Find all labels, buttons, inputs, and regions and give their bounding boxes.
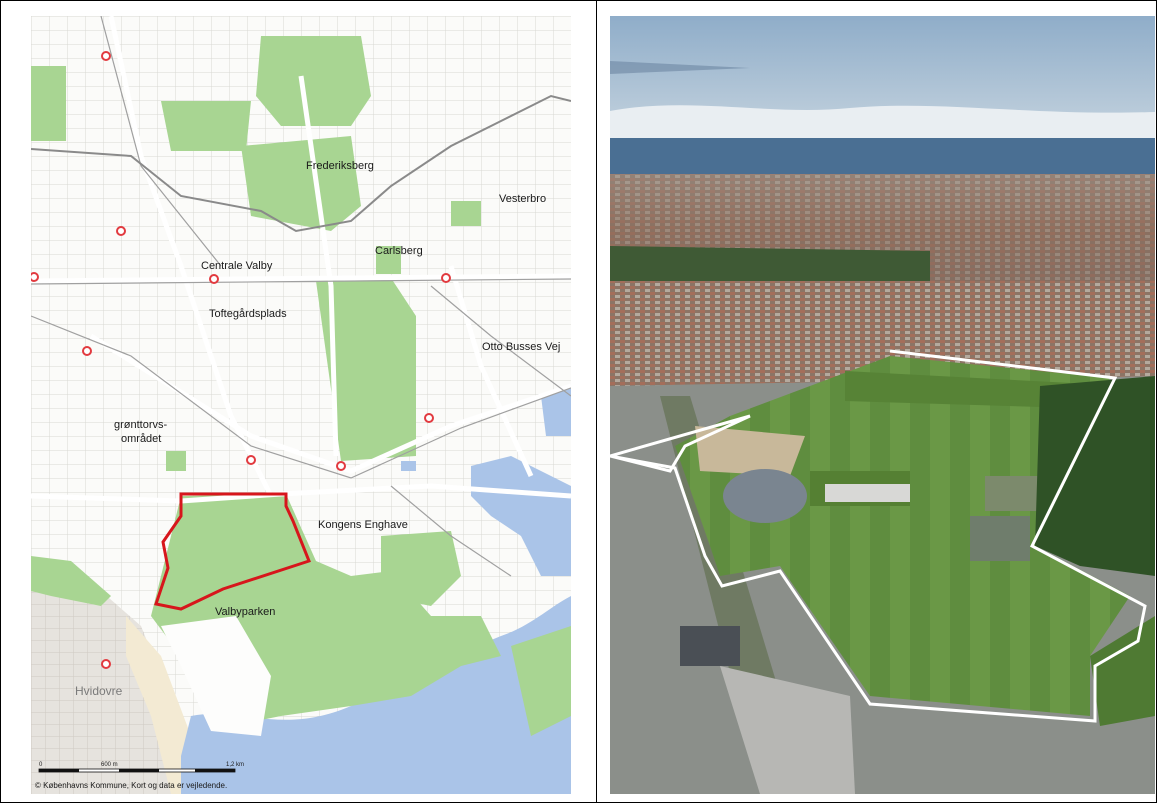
valbyparken-highlight bbox=[154, 492, 311, 611]
label-valbyparken: Valbyparken bbox=[215, 606, 275, 618]
park-groenttorv bbox=[166, 451, 186, 471]
park-southwest-strip bbox=[31, 556, 111, 606]
station-markers bbox=[31, 51, 451, 669]
hvidovre-area bbox=[31, 576, 181, 794]
site-outline bbox=[610, 349, 1147, 723]
scale-bar: 0 600 m 1,2 km bbox=[38, 762, 244, 773]
label-kongens-enghave: Kongens Enghave bbox=[318, 519, 408, 531]
label-carlsberg: Carlsberg bbox=[375, 245, 423, 257]
label-vesterbro: Vesterbro bbox=[499, 193, 546, 205]
building bbox=[680, 626, 740, 666]
scale-label-end: 1,2 km bbox=[226, 762, 244, 768]
map-credit: © Københavns Kommune, Kort og data er ve… bbox=[35, 781, 227, 790]
label-frederiksberg: Frederiksberg bbox=[306, 160, 374, 172]
woodland bbox=[1035, 376, 1155, 576]
water-pond bbox=[401, 461, 416, 471]
open-field bbox=[161, 616, 271, 736]
park-carlsberg bbox=[376, 246, 401, 274]
warehouse bbox=[720, 666, 855, 794]
rail-lines bbox=[31, 16, 571, 577]
park-vesterbro bbox=[451, 201, 481, 226]
water-canal bbox=[471, 456, 571, 576]
label-centrale-valby: Centrale Valby bbox=[201, 260, 273, 272]
label-groenttorvs-line1: grønttorvs- bbox=[114, 419, 168, 431]
label-hvidovre: Hvidovre bbox=[75, 684, 123, 698]
park-central bbox=[161, 101, 251, 151]
park-west-1 bbox=[31, 66, 66, 141]
park-southeast bbox=[511, 626, 571, 736]
label-toftegaardsplads: Toftegårdsplads bbox=[209, 308, 287, 320]
artificial-pitch-2 bbox=[970, 516, 1030, 561]
water-basin bbox=[541, 386, 571, 436]
map-canvas: Frederiksberg Vesterbro Carlsberg Centra… bbox=[31, 16, 571, 794]
park-soendermarken bbox=[316, 278, 416, 461]
municipal-border bbox=[31, 94, 571, 233]
panel-divider bbox=[596, 0, 597, 803]
cloud-band bbox=[610, 105, 1155, 141]
scale-label-mid: 600 m bbox=[101, 762, 118, 768]
park-kongens-enghave bbox=[381, 531, 461, 606]
arena-dome bbox=[723, 469, 807, 523]
cloud-streak bbox=[610, 61, 750, 74]
park-frederiksberg-have bbox=[256, 36, 371, 126]
gravel-area bbox=[695, 426, 805, 476]
scale-label-zero: 0 bbox=[39, 762, 43, 768]
park-frederiksberg-south bbox=[241, 136, 361, 231]
sea bbox=[610, 138, 1155, 178]
aerial-photo-panel bbox=[610, 16, 1155, 794]
stand-building bbox=[825, 484, 910, 502]
aerial-photo bbox=[610, 16, 1155, 794]
map-panel: Frederiksberg Vesterbro Carlsberg Centra… bbox=[31, 16, 571, 794]
artificial-pitch-1 bbox=[985, 476, 1040, 511]
label-groenttorvs-line2: området bbox=[121, 433, 161, 445]
water-harbour bbox=[181, 596, 571, 794]
label-otto-busses-vej: Otto Busses Vej bbox=[482, 341, 560, 353]
tree-band bbox=[610, 246, 930, 286]
